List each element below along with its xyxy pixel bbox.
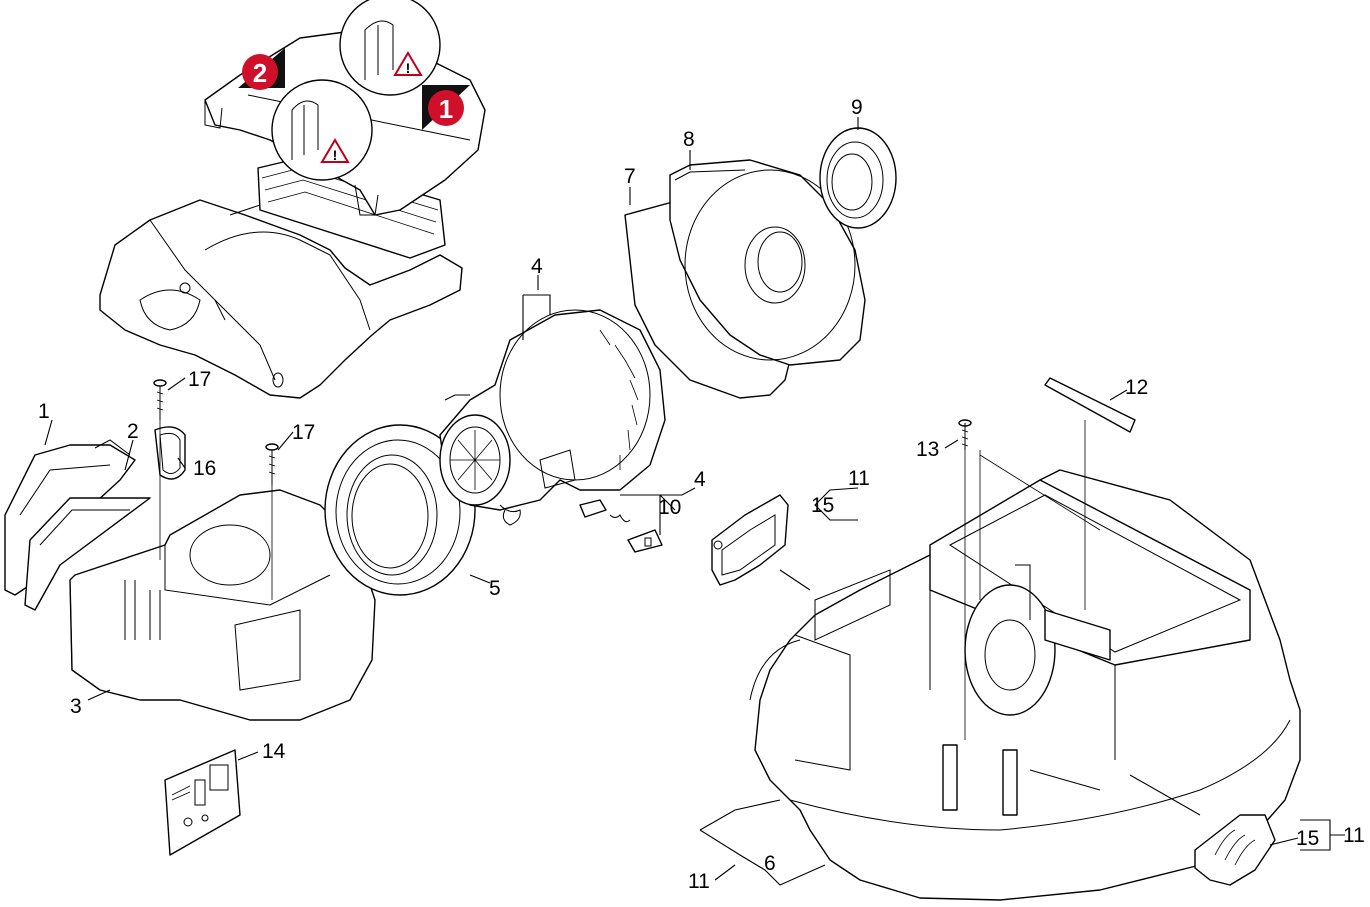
callout-4: 4 [531, 255, 543, 278]
warning-icon: ! [320, 138, 350, 163]
clip-part-15 [711, 494, 789, 586]
callout-11: 11 [688, 870, 710, 893]
warning-icon: ! [393, 51, 423, 76]
callout-11: 11 [848, 467, 870, 490]
ring-part-9 [819, 127, 897, 229]
gasket-part-16 [154, 426, 186, 480]
screw-part-17 [265, 443, 279, 485]
callout-15: 15 [1296, 827, 1319, 850]
callout-14: 14 [262, 740, 286, 763]
top-housing: ! ! 2 1 [99, 0, 486, 399]
svg-text:!: ! [333, 147, 338, 163]
base-part-6 [749, 469, 1301, 901]
callout-1: 1 [38, 400, 50, 423]
screw-part-13 [958, 419, 972, 450]
svg-text:!: ! [406, 60, 411, 76]
callout-17: 17 [188, 368, 211, 391]
callout-3: 3 [70, 695, 82, 718]
seal-ring-part-5 [324, 424, 476, 596]
callout-17: 17 [292, 421, 315, 444]
strip-part-12 [1044, 377, 1136, 433]
step-badge-1: 1 [428, 90, 464, 126]
step-badge-2: 2 [242, 54, 278, 90]
callout-4: 4 [694, 468, 706, 491]
callout-10: 10 [658, 496, 681, 519]
filter-frame-part-2 [24, 497, 151, 611]
callout-2: 2 [127, 420, 139, 443]
callout-11: 11 [1343, 824, 1365, 847]
callout-labels: 1 2 3 4 4 5 6 7 8 9 10 11 11 11 12 13 14… [38, 96, 1365, 893]
callout-12: 12 [1125, 376, 1148, 399]
detail-magnifier-left [271, 79, 373, 181]
motor-housing-part-3 [69, 489, 376, 721]
leader-lines [44, 117, 1345, 886]
motor-part-4 [439, 309, 666, 526]
callout-16: 16 [193, 457, 216, 480]
callout-13: 13 [916, 438, 939, 461]
callout-15: 15 [811, 494, 834, 517]
svg-text:1: 1 [439, 94, 453, 124]
callout-5: 5 [489, 577, 501, 600]
callout-9: 9 [851, 96, 863, 119]
callout-7: 7 [624, 165, 636, 188]
clip-part-15 [1194, 814, 1276, 886]
callout-8: 8 [683, 128, 695, 151]
screw-part-17 [153, 379, 167, 420]
svg-text:2: 2 [253, 58, 267, 88]
carbon-brush-part-10 [579, 499, 663, 553]
callout-6: 6 [764, 852, 776, 875]
circuit-board-part-14 [164, 749, 241, 856]
detail-magnifier-right [339, 0, 441, 96]
cover-part-8 [669, 159, 866, 366]
